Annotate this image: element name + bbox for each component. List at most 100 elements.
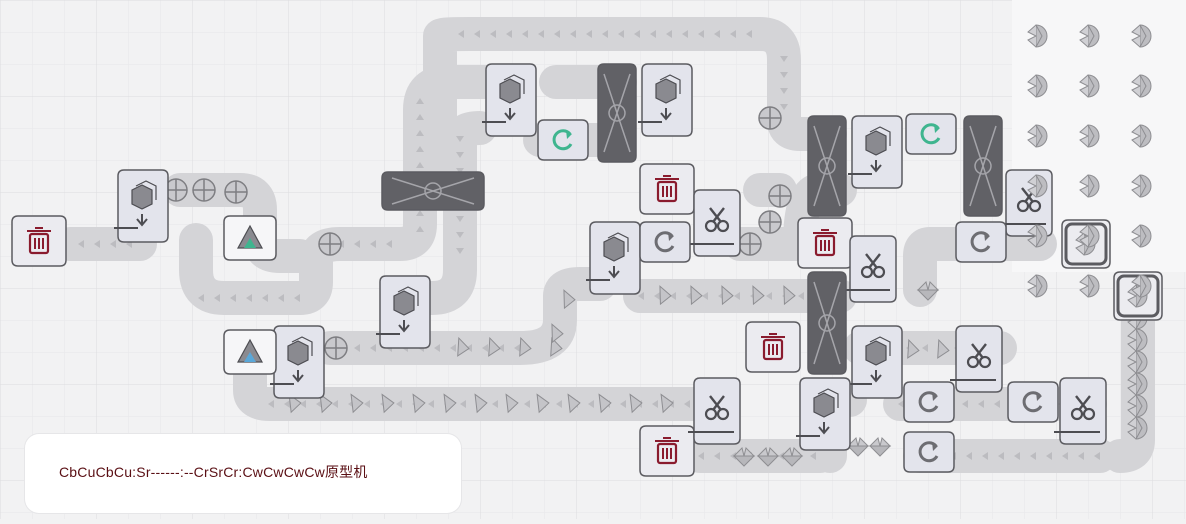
belt-arrow — [556, 400, 562, 408]
stacker-icon — [131, 180, 157, 227]
belt-arrow — [416, 162, 424, 168]
stacker-icon — [655, 74, 681, 121]
belt-arrow — [798, 292, 804, 300]
belt-arrow — [922, 344, 928, 352]
trash-building[interactable] — [639, 425, 695, 477]
stacker-icon — [499, 74, 525, 121]
shape-icon — [192, 178, 216, 202]
belt-arrow — [416, 130, 424, 136]
belt-arrow — [262, 294, 268, 302]
belt-arrow — [416, 146, 424, 152]
belt-arrow — [294, 294, 300, 302]
belt-arrow — [456, 248, 464, 254]
belt-arrow — [714, 30, 720, 38]
stacker-icon — [865, 126, 891, 173]
rotator-building[interactable] — [905, 113, 957, 155]
rotator-icon — [918, 391, 939, 413]
belt-arrow — [554, 30, 560, 38]
belt-arrow — [1014, 452, 1020, 460]
shape-icon — [738, 232, 762, 256]
belt-arrow — [698, 452, 704, 460]
balancer-building[interactable] — [807, 271, 847, 375]
belt-arrow — [416, 210, 424, 216]
stacker-building[interactable] — [482, 63, 537, 137]
belt-arrow — [586, 30, 592, 38]
stacker-building[interactable] — [114, 169, 169, 243]
trash-icon — [813, 229, 837, 257]
belt-arrow — [734, 292, 740, 300]
cutter-building[interactable] — [688, 189, 741, 257]
balancer-building[interactable] — [807, 115, 847, 217]
belt-arrow — [780, 88, 788, 94]
belt-arrow — [634, 30, 640, 38]
rotator-icon — [918, 441, 939, 463]
cutter-building[interactable] — [1054, 377, 1107, 445]
shape-icon — [768, 184, 792, 208]
rotator-building[interactable] — [1007, 381, 1059, 423]
belt-items — [164, 106, 1148, 467]
rotator-building[interactable] — [903, 431, 955, 473]
balancer-building[interactable] — [381, 171, 485, 211]
stacker-building[interactable] — [586, 221, 641, 295]
shape-source-building[interactable] — [223, 215, 277, 261]
cutter-building[interactable] — [950, 325, 1003, 393]
belt-arrow — [666, 30, 672, 38]
rotator-building[interactable] — [903, 381, 955, 423]
belt-arrow — [898, 400, 904, 408]
cutter-building[interactable] — [844, 235, 897, 303]
buildings[interactable] — [11, 63, 1163, 477]
rotator-building[interactable] — [955, 221, 1007, 263]
trash-building[interactable] — [639, 163, 695, 215]
rotator-building[interactable] — [537, 119, 589, 161]
belt-arrow — [652, 400, 658, 408]
stacker-building[interactable] — [376, 275, 431, 349]
balancer-building[interactable] — [963, 115, 1003, 217]
trash-building[interactable] — [745, 321, 801, 373]
belt-arrow — [1046, 452, 1052, 460]
belt-arrow — [650, 30, 656, 38]
belt-arrow — [78, 240, 84, 248]
belt-arrow — [230, 294, 236, 302]
cutter-scissors-icon — [860, 253, 886, 279]
belt-arrow — [702, 292, 708, 300]
belt-arrow — [962, 400, 968, 408]
cutter-building[interactable] — [688, 377, 741, 445]
trash-icon — [655, 437, 679, 465]
stacker-building[interactable] — [848, 325, 903, 399]
trash-icon — [655, 175, 679, 203]
shape-source-building[interactable] — [223, 329, 277, 375]
trash-building[interactable] — [797, 217, 853, 269]
stacker-building[interactable] — [848, 115, 903, 189]
belt-arrow — [522, 30, 528, 38]
cutter-scissors-icon — [1016, 187, 1042, 213]
stacker-building[interactable] — [638, 63, 693, 137]
cutter-scissors-icon — [966, 343, 992, 369]
belt-arrow — [684, 400, 690, 408]
balancer-building[interactable] — [597, 63, 637, 163]
belt-arrow — [460, 400, 466, 408]
stacker-building[interactable] — [270, 325, 325, 399]
belt-arrow — [278, 294, 284, 302]
belt-arrow — [214, 294, 220, 302]
belt-arrow — [364, 400, 370, 408]
belt-arrow — [682, 30, 688, 38]
belt-arrow — [110, 240, 116, 248]
rotator-building[interactable] — [639, 221, 691, 263]
stacker-building[interactable] — [796, 377, 851, 451]
shape-icon — [236, 224, 264, 249]
trash-building[interactable] — [11, 215, 67, 267]
stacker-icon — [393, 286, 419, 333]
belt-arrow — [966, 452, 972, 460]
belt-arrow — [246, 294, 252, 302]
belt-arrow — [300, 400, 306, 408]
belt-arrow — [670, 292, 676, 300]
belt-arrow — [94, 240, 100, 248]
belt-arrow — [396, 400, 402, 408]
cutter-scissors-icon — [704, 207, 730, 233]
belt-arrow — [620, 400, 626, 408]
belt-arrow — [354, 240, 360, 248]
shape-icon — [236, 338, 264, 363]
belt-arrow — [686, 292, 692, 300]
